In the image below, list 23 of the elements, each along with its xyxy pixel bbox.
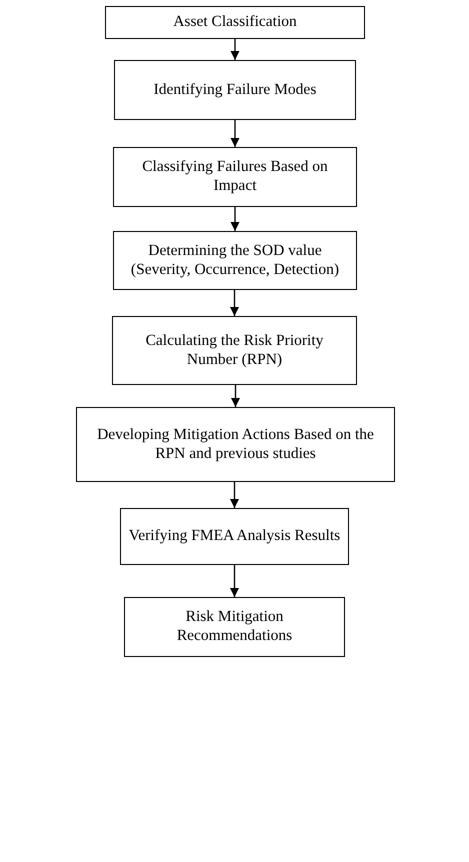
process-box xyxy=(76,407,395,482)
box-text: Identifying Failure Modes xyxy=(154,80,316,100)
process-box xyxy=(105,6,365,39)
box-text: Classifying Failures Based on Impact xyxy=(141,158,329,196)
process-box xyxy=(113,231,357,290)
arrow xyxy=(230,565,240,597)
box-text: Developing Mitigation Actions Based on the RPN and previous studies xyxy=(96,426,375,464)
box-text: Risk Mitigation Recommendations xyxy=(176,608,294,646)
arrow xyxy=(230,290,240,316)
process-box xyxy=(124,597,345,657)
arrow xyxy=(230,39,240,60)
box-text: Determining the SOD value (Severity, Occurrence, Detection) xyxy=(130,242,340,280)
box-text: Calculating the Risk Priority Number (RPN) xyxy=(144,332,324,370)
arrow xyxy=(230,385,240,407)
arrow xyxy=(230,207,240,231)
arrow xyxy=(230,482,240,508)
process-box xyxy=(114,60,356,120)
process-box xyxy=(120,508,349,565)
box-text: Asset Classification xyxy=(173,13,297,32)
box-text: Verifying FMEA Analysis Results xyxy=(128,527,340,546)
process-box xyxy=(113,147,357,207)
arrow xyxy=(230,120,240,147)
process-box xyxy=(112,316,357,385)
